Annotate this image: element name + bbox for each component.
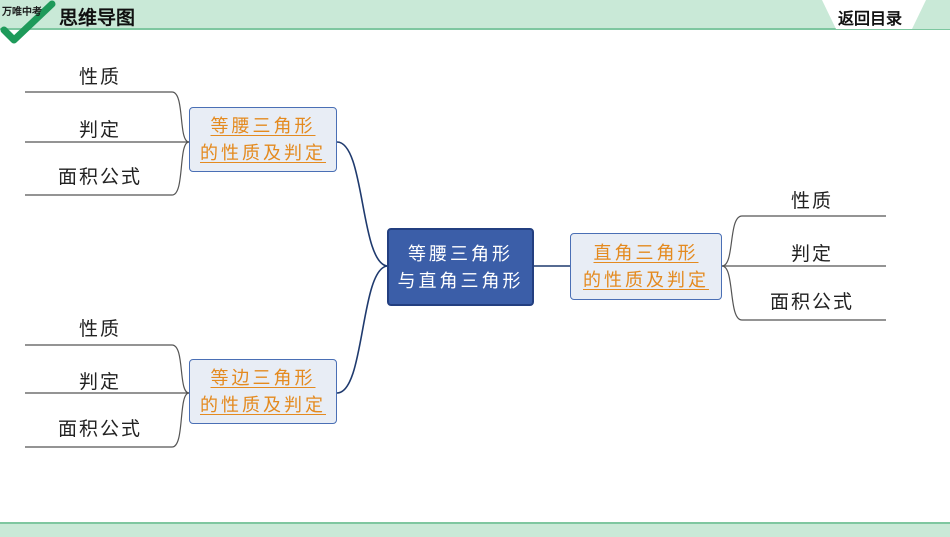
right-triangle-line1[interactable]: 直角三角形 [593,243,699,264]
header-divider [0,28,950,30]
center-topic-line1: 等腰三角形 [408,244,513,265]
equilateral-line2[interactable]: 的性质及判定 [200,395,326,416]
brand-logo [0,0,56,44]
equilateral-line1[interactable]: 等边三角形 [210,368,316,389]
return-tab-shape[interactable] [822,0,950,29]
center-topic-line2: 与直角三角形 [397,271,524,292]
right-triangle-leaf-properties: 性质 [790,190,833,212]
equilateral-leaf-area-formula: 面积公式 [57,418,142,440]
right-triangle-leaf-area-formula: 面积公式 [769,291,854,313]
isosceles-triangle-link[interactable]: 等腰三角形 的性质及判定 [189,107,337,172]
return-to-contents-button[interactable]: 返回目录 [837,9,902,28]
right-triangle-leaf-criteria: 判定 [790,243,833,265]
equilateral-triangle-link[interactable]: 等边三角形 的性质及判定 [189,359,337,424]
footer-bar [0,522,950,537]
page-title: 思维导图 [59,7,136,29]
logo-text: 万唯中考 [2,7,42,18]
isosceles-line1[interactable]: 等腰三角形 [210,116,316,137]
header-bar [0,0,950,28]
isosceles-leaf-properties: 性质 [78,66,121,88]
equilateral-leaf-properties: 性质 [78,318,121,340]
right-triangle-link[interactable]: 直角三角形 的性质及判定 [570,233,722,300]
isosceles-leaf-criteria: 判定 [78,119,121,141]
center-topic-node: 等腰三角形 与直角三角形 [387,228,534,306]
right-triangle-line2[interactable]: 的性质及判定 [583,270,709,291]
equilateral-leaf-criteria: 判定 [78,371,121,393]
isosceles-leaf-area-formula: 面积公式 [57,166,142,188]
isosceles-line2[interactable]: 的性质及判定 [200,143,326,164]
